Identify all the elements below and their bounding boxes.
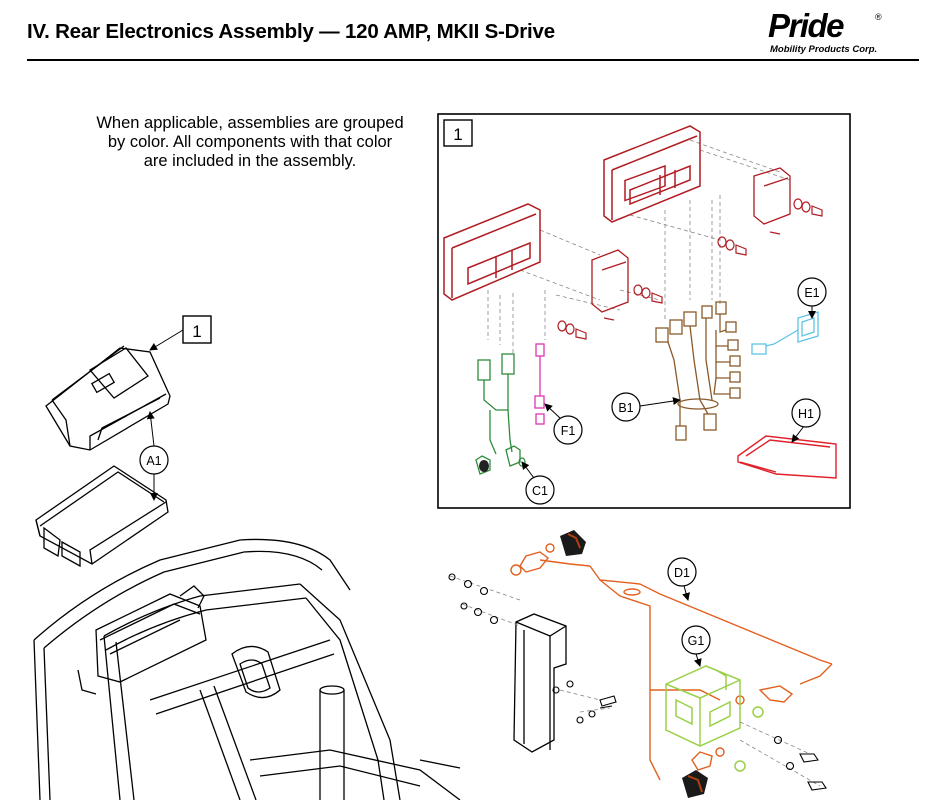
callout-c1: C1 bbox=[521, 461, 555, 505]
bracket-g1-green bbox=[665, 665, 764, 772]
main-assembly-leader bbox=[149, 329, 184, 351]
callout-f1: F1 bbox=[544, 403, 583, 445]
page-header: IV. Rear Electronics Assembly — 120 AMP,… bbox=[0, 0, 927, 62]
assembly-guide-lines bbox=[487, 139, 791, 355]
color-grouping-note: When applicable, assemblies are grouped … bbox=[60, 114, 440, 171]
controller-lower-red bbox=[443, 203, 541, 301]
callout-e1: E1 bbox=[797, 277, 827, 319]
svg-text:E1: E1 bbox=[804, 286, 819, 300]
svg-text:H1: H1 bbox=[798, 407, 814, 421]
mounting-bracket-black bbox=[513, 613, 567, 753]
note-line-2: by color. All components with that color bbox=[107, 133, 393, 151]
label-h1-red bbox=[737, 435, 837, 479]
terminal-c1-black bbox=[479, 457, 526, 472]
svg-text:B1: B1 bbox=[618, 401, 633, 415]
harness-c1-green bbox=[475, 353, 521, 475]
callout-a1: A1 bbox=[139, 445, 169, 475]
svg-text:G1: G1 bbox=[688, 634, 705, 648]
controller-cover-outline bbox=[35, 465, 169, 568]
note-line-3: are included in the assembly. bbox=[143, 152, 357, 170]
harness-b1-brown bbox=[655, 301, 741, 441]
header-rule bbox=[27, 59, 919, 61]
svg-text:F1: F1 bbox=[561, 424, 576, 438]
harness-d1-orange bbox=[510, 543, 833, 781]
logo-wordmark: Pride bbox=[768, 7, 845, 44]
svg-text:D1: D1 bbox=[674, 566, 690, 580]
detail-box-label-frame bbox=[443, 119, 473, 147]
connector-e1-blue bbox=[751, 311, 819, 355]
hardware-washers-screws bbox=[448, 573, 827, 791]
wire-f1-magenta bbox=[534, 343, 545, 425]
bracket-upper-red bbox=[753, 167, 791, 225]
svg-text:C1: C1 bbox=[532, 484, 548, 498]
screws-washers-red bbox=[557, 198, 823, 340]
main-assembly-label-frame bbox=[182, 315, 212, 344]
detail-box-label: 1 bbox=[453, 125, 462, 144]
controller-upper-red bbox=[603, 125, 701, 223]
pride-logo: Pride ® Mobility Products Corp. bbox=[768, 8, 888, 58]
note-line-1: When applicable, assemblies are grouped bbox=[96, 114, 404, 132]
logo-subtitle: Mobility Products Corp. bbox=[770, 44, 878, 55]
a1-leaders bbox=[146, 411, 158, 501]
chassis-frame bbox=[33, 538, 461, 800]
detail-box-frame bbox=[437, 113, 851, 509]
callout-g1: G1 bbox=[681, 625, 711, 667]
callout-h1: H1 bbox=[791, 398, 821, 443]
controller-module-outline bbox=[45, 345, 171, 451]
page-title: IV. Rear Electronics Assembly — 120 AMP,… bbox=[27, 20, 555, 43]
callout-d1: D1 bbox=[667, 557, 697, 601]
terminal-caps-d1 bbox=[560, 530, 708, 798]
bracket-lower-red bbox=[591, 249, 629, 313]
main-assembly-label: 1 bbox=[192, 322, 201, 341]
svg-text:A1: A1 bbox=[146, 454, 161, 468]
logo-registered-mark: ® bbox=[875, 12, 882, 22]
hardware-guide-lines bbox=[449, 575, 821, 787]
callout-b1: B1 bbox=[611, 392, 681, 422]
